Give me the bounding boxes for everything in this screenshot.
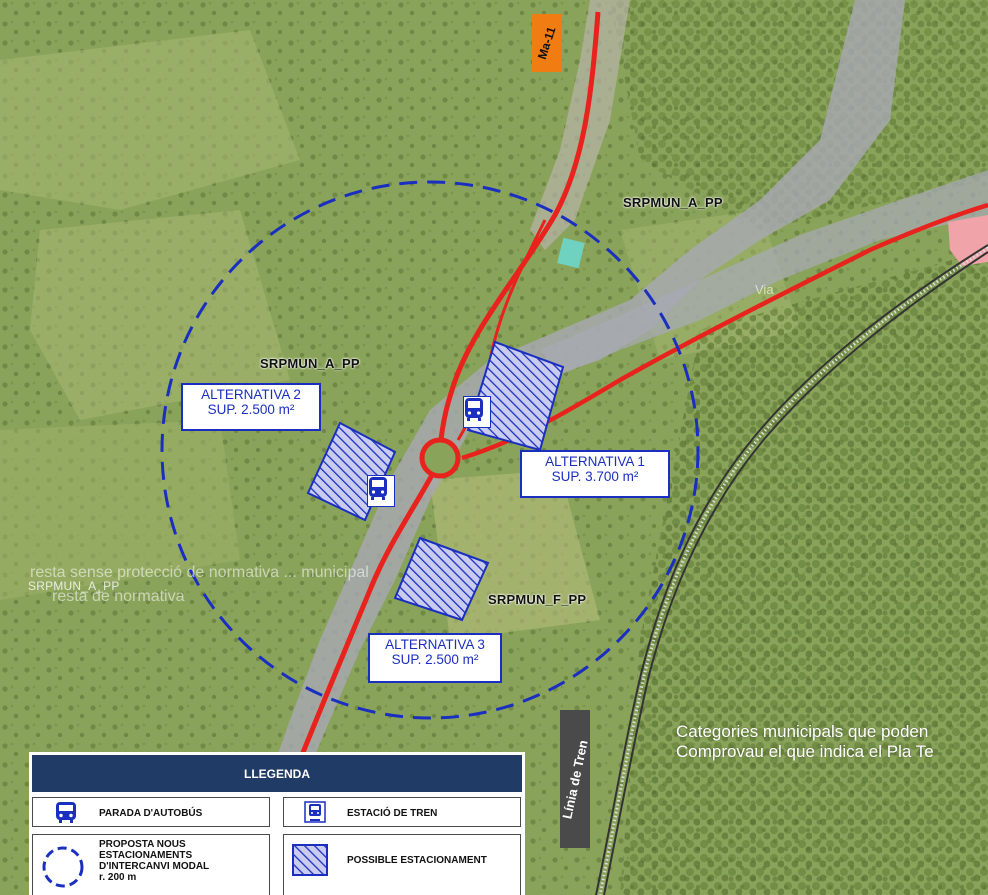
ghost-text-line1: resta sense protecció de normativa ... m… [30,564,369,581]
bus-icon [369,477,387,500]
bus-stop-marker-2[interactable] [367,475,395,507]
dashed-circle-icon [42,846,84,888]
legend-label-bus: PARADA D'AUTOBÚS [99,808,203,819]
alternativa-3-title: ALTERNATIVA 3 [385,637,485,652]
alternativa-1-title: ALTERNATIVA 1 [545,454,645,469]
legend-item-proposal: PROPOSTA NOUS ESTACIONAMENTS D'INTERCANV… [32,834,270,895]
info-note-line1: Categories municipals que poden [676,722,929,741]
legend-label-proposal-4: r. 200 m [99,872,137,883]
zone-label-north-east: SRPMUN_A_PP [623,195,723,210]
alternativa-3-surface: SUP. 2.500 m² [391,652,479,667]
alternativa-3-area [393,536,490,622]
legend-label-proposal-2: ESTACIONAMENTS [99,850,193,861]
legend: LLEGENDA PARADA D'AUTOBÚS ESTACIÓ DE TRE… [29,752,525,895]
train-icon [304,801,326,823]
zone-label-west: SRPMUN_A_PP [260,356,360,371]
legend-label-proposal-3: D'INTERCANVI MODAL [99,861,210,872]
via-label: Via [755,282,774,297]
zone-label-south: SRPMUN_F_PP [488,592,587,607]
legend-item-bus: PARADA D'AUTOBÚS [32,797,270,827]
alternativa-2-surface: SUP. 2.500 m² [207,402,295,417]
legend-item-train: ESTACIÓ DE TREN [283,797,521,827]
hatch-icon [292,844,328,876]
legend-label-train: ESTACIÓ DE TREN [347,808,438,819]
alternativa-1-box[interactable]: ALTERNATIVA 1 SUP. 3.700 m² [520,450,670,498]
radius-circle [160,180,700,720]
bus-icon [56,802,76,823]
legend-label-proposal-1: PROPOSTA NOUS [99,839,186,850]
alternativa-1-surface: SUP. 3.700 m² [551,469,639,484]
legend-item-parking: POSSIBLE ESTACIONAMENT [283,834,521,895]
bus-icon [465,398,483,421]
legend-label-parking: POSSIBLE ESTACIONAMENT [347,855,487,866]
road-label-ma11: Ma-11 [532,14,562,72]
ghost-text-line2: resta de normativa [52,588,185,605]
alternativa-2-title: ALTERNATIVA 2 [201,387,301,402]
legend-title: LLEGENDA [32,755,522,792]
zone-label-far-west: SRPMUN_A_PP [28,579,120,593]
bus-stop-marker-1[interactable] [463,396,491,428]
alternativa-2-box[interactable]: ALTERNATIVA 2 SUP. 2.500 m² [181,383,321,431]
rail-label: Línia de Tren [559,710,591,848]
info-note-line2: Comprovau el que indica el Pla Te [676,742,934,761]
alternativa-3-box[interactable]: ALTERNATIVA 3 SUP. 2.500 m² [368,633,502,683]
